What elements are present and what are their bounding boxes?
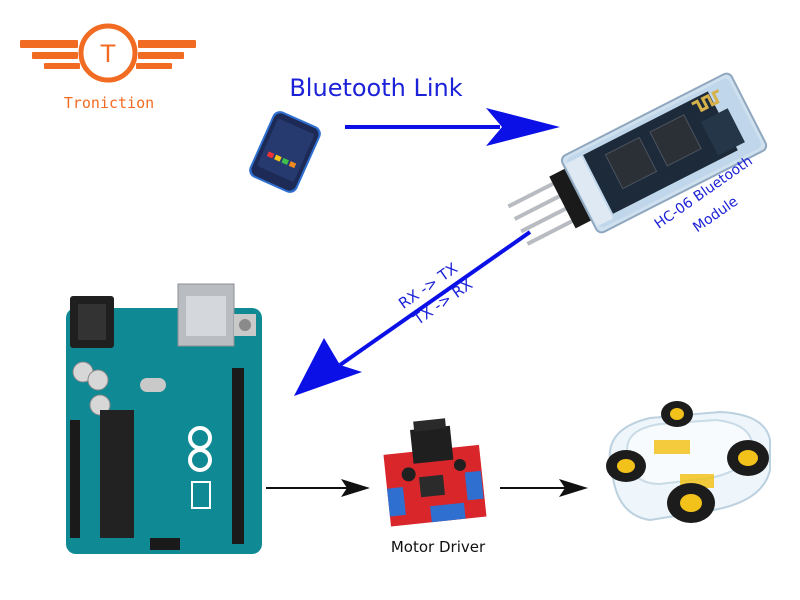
logo-name: Troniction <box>64 94 154 112</box>
bluetooth-link-label: Bluetooth Link <box>289 74 462 102</box>
logo-letter: T <box>100 40 116 68</box>
motor-driver-image <box>383 418 487 527</box>
driver-to-car-arrowhead <box>559 479 588 497</box>
logo-ring-icon <box>78 23 138 83</box>
car-wheel-icon <box>661 401 693 427</box>
car-wheel-icon <box>606 450 646 482</box>
arduino-to-driver-arrowhead <box>341 479 370 497</box>
serial-link-arrow <box>338 230 532 367</box>
car-wheel-icon <box>667 483 715 523</box>
serial-link-arrowhead <box>294 338 362 396</box>
arduino-uno-board-image <box>66 283 262 554</box>
motor-driver-label: Motor Driver <box>391 538 486 556</box>
bluetooth-link-arrowhead <box>486 108 560 146</box>
arduino-logo-icon <box>188 426 212 472</box>
logo-wings-icon <box>20 40 196 69</box>
robot-car-chassis-image <box>606 401 771 523</box>
car-wheel-icon <box>727 440 769 476</box>
smartphone-icon <box>249 111 321 193</box>
hc06-module-image <box>507 72 768 246</box>
troniction-logo: T Troniction <box>20 23 196 112</box>
